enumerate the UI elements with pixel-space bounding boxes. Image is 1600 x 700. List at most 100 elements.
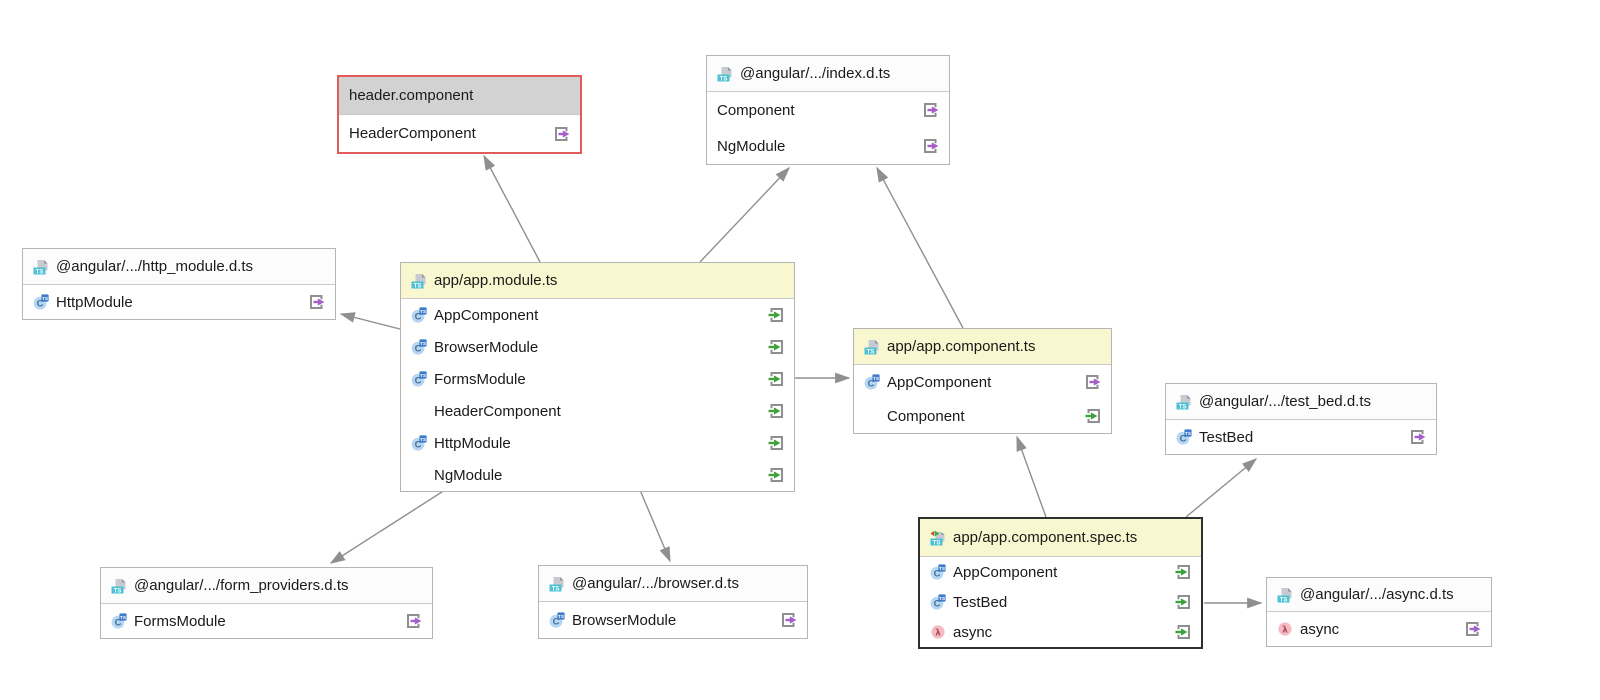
node-app-component-spec[interactable]: app/app.component.spec.ts AppComponent T… [918,517,1203,649]
import-icon [768,371,784,387]
member-row[interactable]: FormsModule [101,604,432,638]
member-row[interactable]: TestBed [920,587,1201,617]
member-row[interactable]: FormsModule [401,363,794,395]
typescript-file-icon [33,259,49,275]
edge-app-module-to-index-dts [699,166,791,263]
node-title: @angular/.../http_module.d.ts [56,258,254,275]
typescript-file-icon [1277,587,1293,603]
node-header-component[interactable]: header.component HeaderComponent [337,75,582,154]
member-row[interactable]: Component [707,92,949,128]
import-icon [768,339,784,355]
icon-placeholder [411,467,427,483]
edge-app-module-to-browser-dts [639,489,671,563]
node-header[interactable]: app/app.module.ts [401,263,794,299]
class-icon [864,374,880,390]
typescript-spec-file-icon [930,530,946,546]
node-header[interactable]: app/app.component.ts [854,329,1111,365]
import-icon [768,435,784,451]
import-icon [1175,564,1191,580]
node-index-dts[interactable]: @angular/.../index.d.ts Component NgModu… [706,55,950,165]
node-header[interactable]: @angular/.../index.d.ts [707,56,949,92]
node-app-module[interactable]: app/app.module.ts AppComponent BrowserMo… [400,262,795,492]
typescript-file-icon [549,576,565,592]
edge-app-module-to-form-providers-dts [329,489,446,564]
export-icon [1465,621,1481,637]
node-http-module-dts[interactable]: @angular/.../http_module.d.ts HttpModule [22,248,336,320]
edge-spec-to-app-component [1016,435,1047,518]
edge-app-component-to-index-dts [876,166,964,329]
member-label: AppComponent [953,563,1058,581]
export-icon [554,126,570,142]
class-icon [930,564,946,580]
node-header[interactable]: @angular/.../browser.d.ts [539,566,807,602]
export-icon [309,294,325,310]
node-app-component[interactable]: app/app.component.ts AppComponent Compon… [853,328,1112,434]
member-label: BrowserModule [434,338,539,356]
import-icon [1175,594,1191,610]
class-icon [1176,429,1192,445]
class-icon [411,435,427,451]
import-icon [768,307,784,323]
node-header[interactable]: @angular/.../http_module.d.ts [23,249,335,285]
node-header[interactable]: @angular/.../test_bed.d.ts [1166,384,1436,420]
member-row[interactable]: async [920,617,1201,647]
member-label: TestBed [953,593,1008,611]
member-label: FormsModule [434,370,526,388]
member-row[interactable]: HttpModule [401,427,794,459]
node-title: app/app.module.ts [434,272,558,289]
member-label: async [1300,620,1340,638]
lambda-icon [1277,621,1293,637]
member-label: FormsModule [134,612,226,630]
node-browser-dts[interactable]: @angular/.../browser.d.ts BrowserModule [538,565,808,639]
member-row[interactable]: Component [854,399,1111,433]
member-label: AppComponent [434,306,539,324]
export-icon [781,612,797,628]
member-row[interactable]: HeaderComponent [401,395,794,427]
member-label: Component [887,407,965,425]
class-icon [411,307,427,323]
member-row[interactable]: async [1267,612,1491,646]
node-header[interactable]: header.component [339,77,580,115]
class-icon [411,371,427,387]
node-async-dts[interactable]: @angular/.../async.d.ts async [1266,577,1492,647]
typescript-file-icon [1176,394,1192,410]
class-icon [411,339,427,355]
member-row[interactable]: AppComponent [401,299,794,331]
member-row[interactable]: AppComponent [920,557,1201,587]
node-header[interactable]: @angular/.../form_providers.d.ts [101,568,432,604]
typescript-file-icon [111,578,127,594]
member-label: AppComponent [887,373,992,391]
node-header[interactable]: @angular/.../async.d.ts [1267,578,1491,612]
node-test-bed-dts[interactable]: @angular/.../test_bed.d.ts TestBed [1165,383,1437,455]
member-label: HttpModule [56,293,133,311]
node-title: app/app.component.spec.ts [953,529,1138,546]
member-row[interactable]: NgModule [707,128,949,164]
typescript-file-icon [411,273,427,289]
edge-app-module-to-header-component [483,154,541,263]
member-row[interactable]: NgModule [401,459,794,491]
icon-placeholder [411,403,427,419]
member-row[interactable]: HttpModule [23,285,335,319]
edge-spec-to-test-bed-dts [1185,458,1258,518]
member-row[interactable]: AppComponent [854,365,1111,399]
member-row[interactable]: BrowserModule [539,602,807,638]
node-title: header.component [349,87,474,104]
typescript-file-icon [864,339,880,355]
member-row[interactable]: HeaderComponent [339,115,580,152]
node-form-providers-dts[interactable]: @angular/.../form_providers.d.ts FormsMo… [100,567,433,639]
export-icon [406,613,422,629]
typescript-file-icon [717,66,733,82]
member-label: HeaderComponent [434,402,561,420]
class-icon [930,594,946,610]
export-icon [923,102,939,118]
export-icon [923,138,939,154]
member-row[interactable]: TestBed [1166,420,1436,454]
edge-app-module-to-http-module-dts [339,312,401,330]
member-row[interactable]: BrowserModule [401,331,794,363]
node-header[interactable]: app/app.component.spec.ts [920,519,1201,557]
member-label: HttpModule [434,434,511,452]
class-icon [33,294,49,310]
member-label: Component [717,101,795,119]
export-icon [1085,374,1101,390]
